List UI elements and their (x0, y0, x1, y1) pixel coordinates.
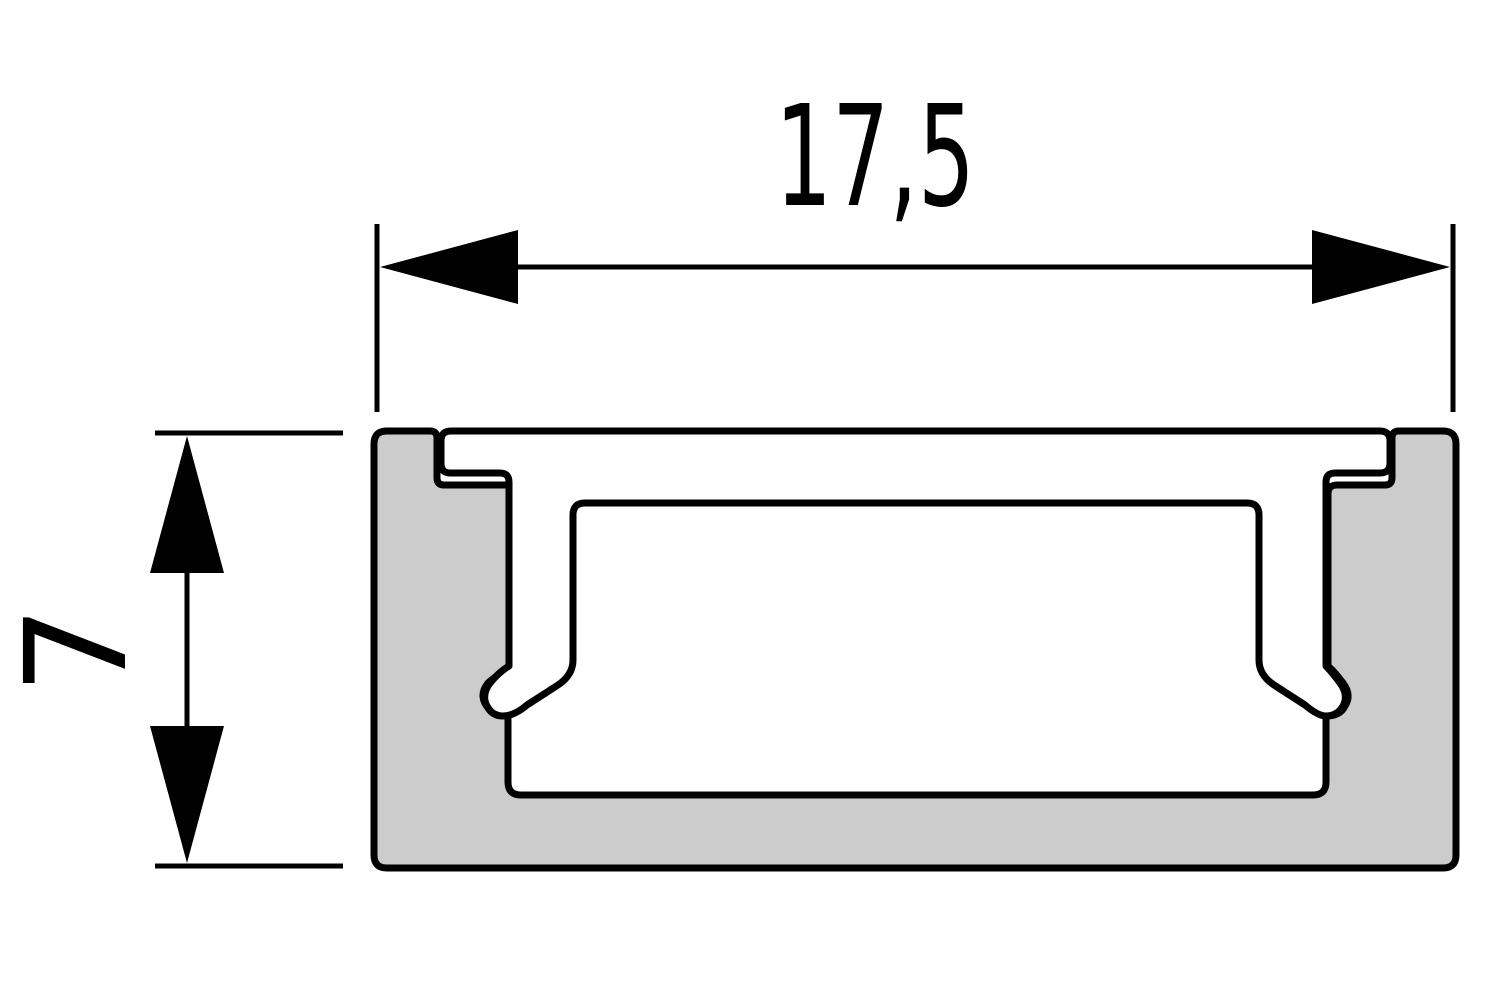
height-dimension-label: 7 (0, 605, 159, 694)
width-dimension: 17,5 (374, 76, 1456, 412)
width-dimension-label: 17,5 (775, 76, 975, 239)
height-arrowhead-top (150, 436, 224, 573)
height-arrowhead-bottom (150, 726, 224, 863)
width-arrowhead-left (380, 230, 518, 304)
diffuser-cover (437, 427, 1394, 720)
width-arrowhead-right (1312, 230, 1450, 304)
height-dimension: 7 (0, 430, 343, 869)
led-profile-cross-section (370, 427, 1460, 872)
